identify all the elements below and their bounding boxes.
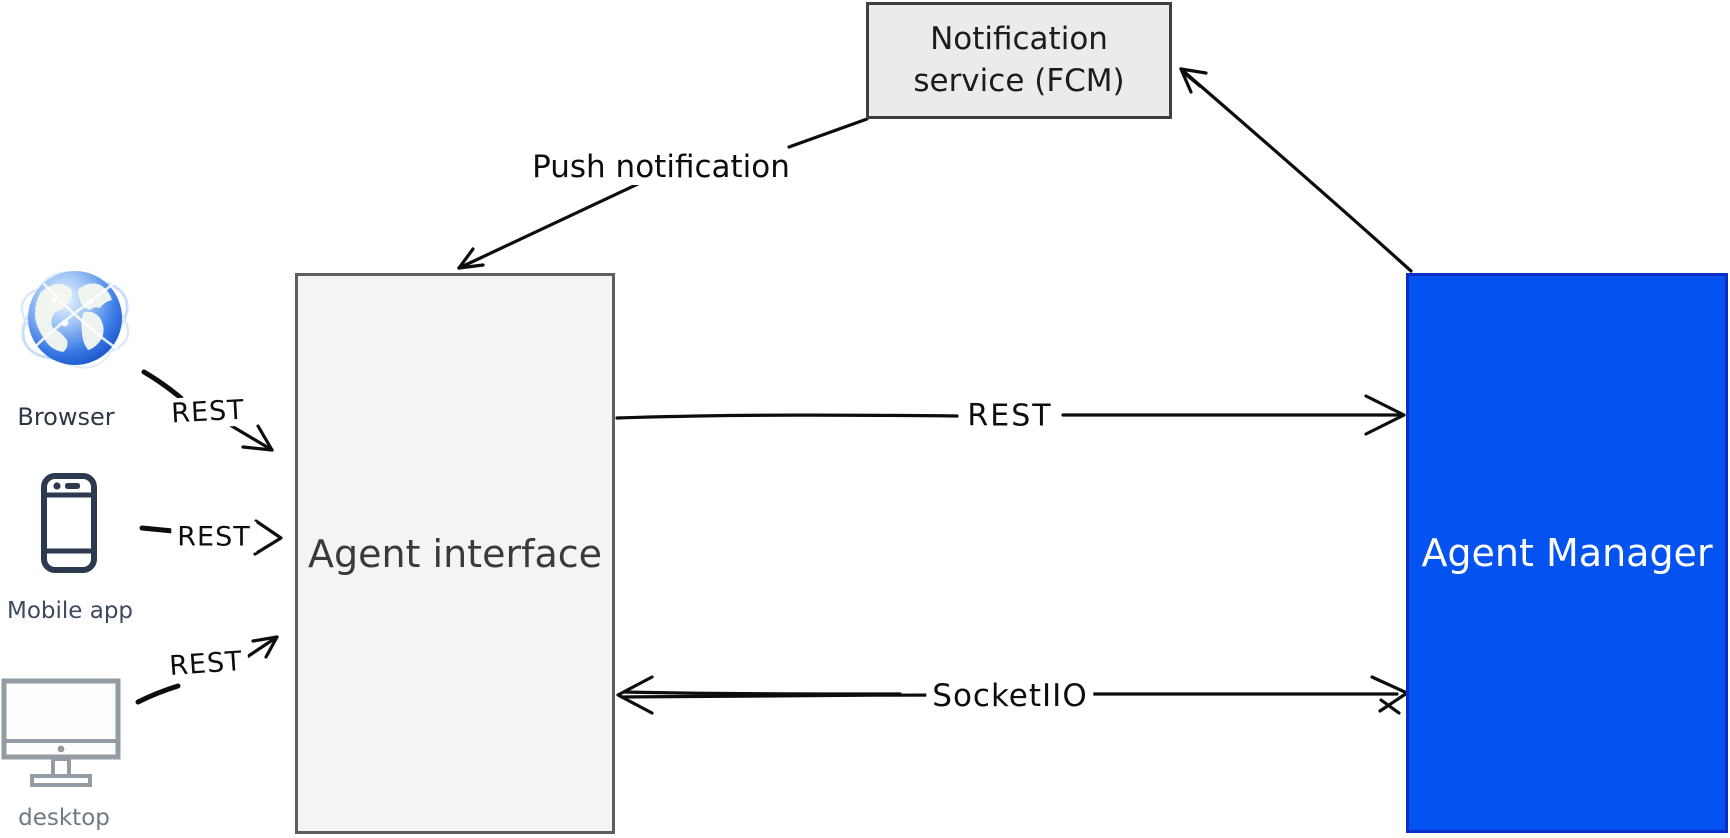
notification-service-label-line2: service (FCM) xyxy=(913,62,1125,99)
node-agent-manager: Agent Manager xyxy=(1406,273,1728,833)
edge-interface-manager-rest-arrow xyxy=(615,394,1406,436)
globe-icon xyxy=(18,250,132,396)
edge-manager-notification-arrow xyxy=(1179,67,1413,273)
smartphone-icon xyxy=(40,472,98,578)
node-agent-interface: Agent interface xyxy=(295,273,615,834)
notification-service-label-line1: Notification xyxy=(930,20,1108,57)
edge-push-notification-arrow xyxy=(457,117,869,270)
agent-manager-label: Agent Manager xyxy=(1421,531,1713,575)
monitor-icon xyxy=(1,678,121,794)
edge-socketio-arrow xyxy=(616,675,1409,715)
edge-mobile-rest-arrow xyxy=(139,519,283,556)
edge-label-browser-rest: REST xyxy=(164,394,252,430)
edge-label-mobile-rest: REST xyxy=(171,521,257,553)
edge-label-socketio: SocketIIO xyxy=(926,678,1094,714)
node-notification-service: Notification service (FCM) xyxy=(866,2,1172,119)
edge-label-push-notification: Push notification xyxy=(526,149,796,185)
edge-label-interface-manager-rest: REST xyxy=(961,398,1059,434)
client-label-desktop: desktop xyxy=(18,805,110,831)
edge-label-desktop-rest: REST xyxy=(162,645,250,683)
client-label-mobile: Mobile app xyxy=(6,598,134,624)
edge-browser-rest-arrow xyxy=(141,369,274,452)
agent-interface-label: Agent interface xyxy=(307,531,603,576)
client-label-browser: Browser xyxy=(17,403,115,431)
